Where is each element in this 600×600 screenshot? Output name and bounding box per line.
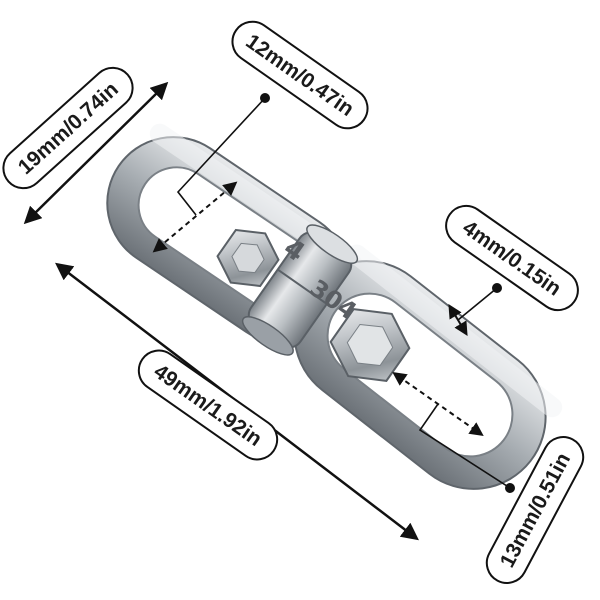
inner-large-leader <box>418 403 511 489</box>
wire-leader-dot <box>492 283 502 293</box>
length-label: 49mm/1.92in <box>149 360 265 451</box>
inner-large-leader-dot <box>505 483 515 493</box>
wire-label-pill: 4mm/0.15in <box>445 204 579 312</box>
inner-small-label: 12mm/0.47in <box>241 30 357 121</box>
swivel-hardware: 4 304 <box>106 123 563 490</box>
inner-small-dashed-arrow <box>152 181 238 253</box>
width-label: 19mm/0.74in <box>14 78 123 179</box>
inner-small-leader <box>176 97 266 216</box>
wire-leader <box>457 287 498 321</box>
width-dimension-arrow <box>23 81 169 225</box>
inner-small-leader-dot <box>260 93 270 103</box>
length-label-pill: 49mm/1.92in <box>137 349 279 461</box>
